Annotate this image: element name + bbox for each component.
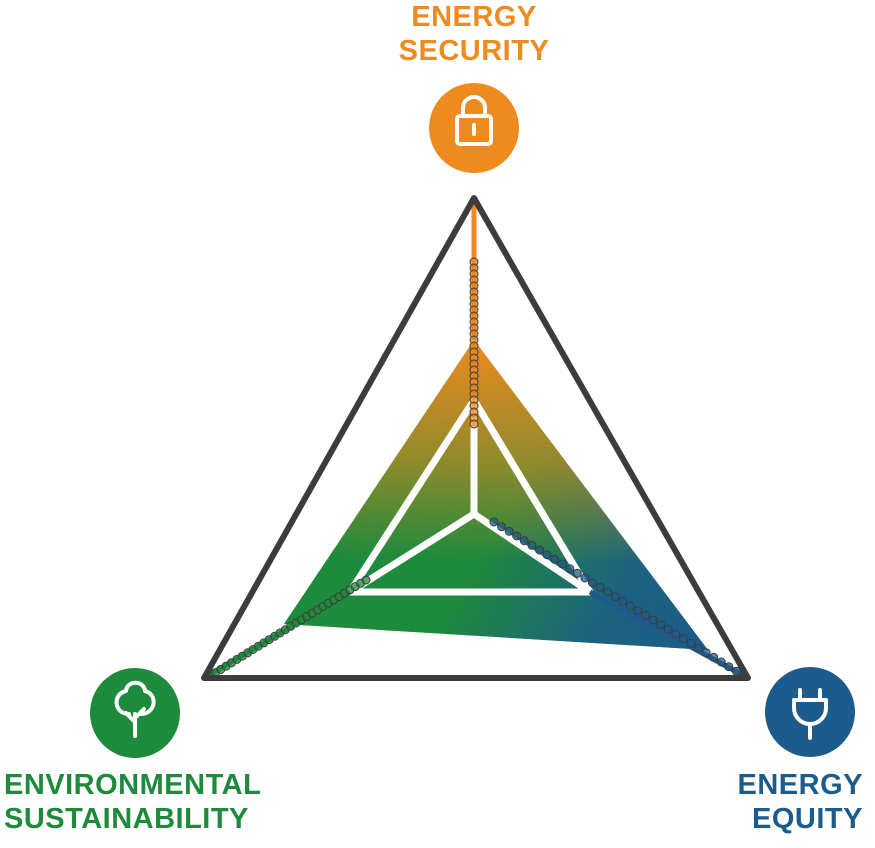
marker-equity bbox=[694, 643, 703, 653]
marker-equity bbox=[678, 634, 688, 644]
marker-equity bbox=[633, 606, 643, 616]
outer-triangle bbox=[201, 195, 751, 681]
marker-equity bbox=[671, 629, 681, 639]
marker-equity bbox=[572, 568, 582, 578]
energy-security-label-line-1: ENERGY bbox=[411, 1, 537, 33]
marker-equity bbox=[603, 587, 613, 597]
marker-equity bbox=[489, 517, 499, 527]
spoke-equity bbox=[472, 511, 592, 595]
padlock-icon bbox=[429, 83, 519, 173]
markers-security bbox=[469, 257, 479, 429]
marker-equity bbox=[709, 652, 719, 662]
marker-equity bbox=[610, 592, 620, 602]
energy-security-label-line-2: SECURITY bbox=[398, 35, 550, 67]
marker-equity bbox=[716, 657, 726, 667]
padlock-icon-body bbox=[455, 114, 493, 146]
plug-icon-glyph bbox=[792, 688, 828, 740]
energy-equity-label-line-2: EQUITY bbox=[752, 803, 863, 835]
marker-equity bbox=[504, 526, 514, 536]
area-security-fill bbox=[284, 340, 708, 650]
marker-equity bbox=[519, 536, 529, 546]
environmental-sustainability-label-line-2: SUSTAINABILITY bbox=[4, 803, 249, 835]
environmental-sustainability-label: ENVIRONMENTAL SUSTAINABILITY bbox=[4, 768, 261, 836]
spoke-sustainability bbox=[348, 511, 476, 595]
marker-sustainability bbox=[361, 575, 371, 585]
inner-triangle bbox=[346, 396, 594, 596]
trilemma-area bbox=[284, 340, 708, 650]
marker-equity bbox=[625, 601, 635, 611]
tree-icon bbox=[90, 668, 180, 758]
marker-equity bbox=[588, 578, 597, 588]
marker-equity bbox=[618, 596, 628, 606]
marker-equity bbox=[512, 531, 522, 541]
marker-equity bbox=[535, 545, 544, 555]
marker-equity bbox=[663, 624, 673, 634]
marker-equity bbox=[557, 559, 567, 569]
marker-equity bbox=[595, 582, 605, 592]
marker-equity bbox=[656, 620, 666, 630]
marker-equity bbox=[701, 648, 711, 658]
marker-equity bbox=[686, 638, 696, 648]
energy-equity-label: ENERGY EQUITY bbox=[738, 768, 863, 836]
marker-security bbox=[469, 419, 479, 429]
marker-equity bbox=[565, 564, 575, 574]
marker-equity bbox=[550, 554, 560, 564]
markers-sustainability bbox=[205, 575, 371, 681]
marker-equity bbox=[648, 615, 658, 625]
padlock-icon-shackle bbox=[461, 95, 487, 118]
plug-icon bbox=[765, 667, 855, 757]
marker-equity bbox=[527, 540, 537, 550]
marker-equity bbox=[580, 573, 590, 583]
environmental-sustainability-label-line-1: ENVIRONMENTAL bbox=[4, 769, 262, 801]
marker-equity bbox=[542, 550, 552, 560]
energy-security-label: ENERGY SECURITY bbox=[0, 0, 875, 68]
markers-equity bbox=[489, 517, 749, 681]
marker-equity bbox=[497, 522, 507, 532]
energy-equity-label-line-1: ENERGY bbox=[737, 769, 863, 801]
marker-equity bbox=[724, 662, 734, 672]
tree-icon-glyph bbox=[114, 680, 156, 738]
marker-equity bbox=[641, 610, 650, 620]
plug-icon-circle bbox=[765, 667, 855, 757]
